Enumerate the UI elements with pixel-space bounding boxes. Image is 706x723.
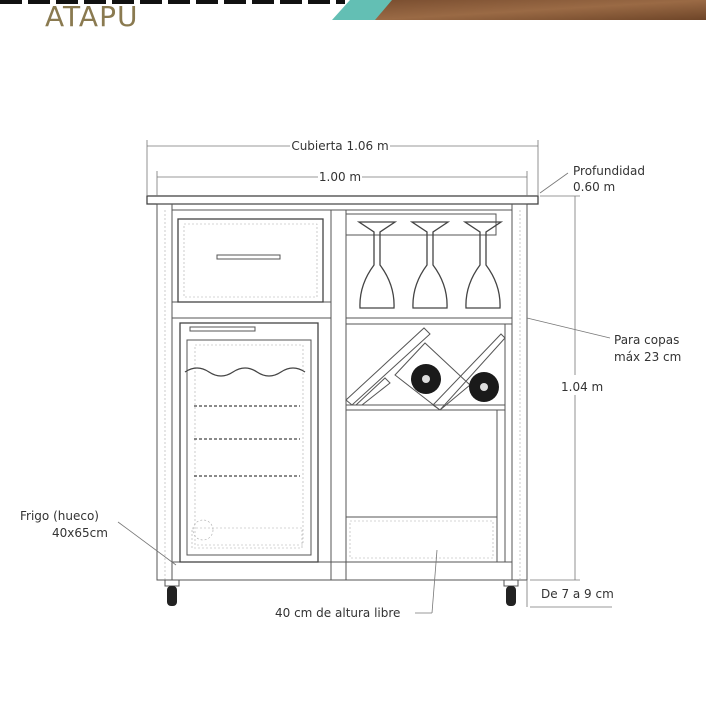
glass-rack xyxy=(345,213,504,309)
wine-glass xyxy=(409,221,451,309)
wine-glass xyxy=(356,221,398,309)
fridge xyxy=(179,322,319,563)
copas-label-2: máx 23 cm xyxy=(614,350,681,364)
wood-texture xyxy=(375,0,706,20)
wine-shelf xyxy=(184,367,306,377)
profundidad-value: 0.60 m xyxy=(573,180,615,194)
logo: ATAPU xyxy=(45,0,138,33)
width-label: 1.00 m xyxy=(319,170,361,184)
frigo-label-2: 40x65cm xyxy=(52,526,108,540)
wheels-label: De 7 a 9 cm xyxy=(541,587,614,601)
drawer-handle xyxy=(216,254,281,260)
altura-libre-label: 40 cm de altura libre xyxy=(275,606,400,620)
countertop xyxy=(146,195,539,205)
bottom-rail xyxy=(171,561,513,581)
wine-rack xyxy=(345,327,506,411)
header-band: ATAPU xyxy=(0,0,706,33)
wheels xyxy=(164,579,519,606)
dimension-lines xyxy=(117,140,612,614)
wheel-left xyxy=(167,586,177,606)
wine-glass xyxy=(462,221,504,309)
wheel-right xyxy=(506,586,516,606)
height-label: 1.04 m xyxy=(561,380,603,394)
storage-box xyxy=(345,516,498,563)
cubierta-label: Cubierta 1.06 m xyxy=(291,139,388,153)
drawer xyxy=(177,218,324,303)
center-divider xyxy=(330,209,347,581)
frigo-label-1: Frigo (hueco) xyxy=(20,509,99,523)
left-post xyxy=(156,203,173,581)
right-post xyxy=(511,203,528,581)
copas-label-1: Para copas xyxy=(614,333,679,347)
profundidad-label: Profundidad xyxy=(573,164,645,178)
